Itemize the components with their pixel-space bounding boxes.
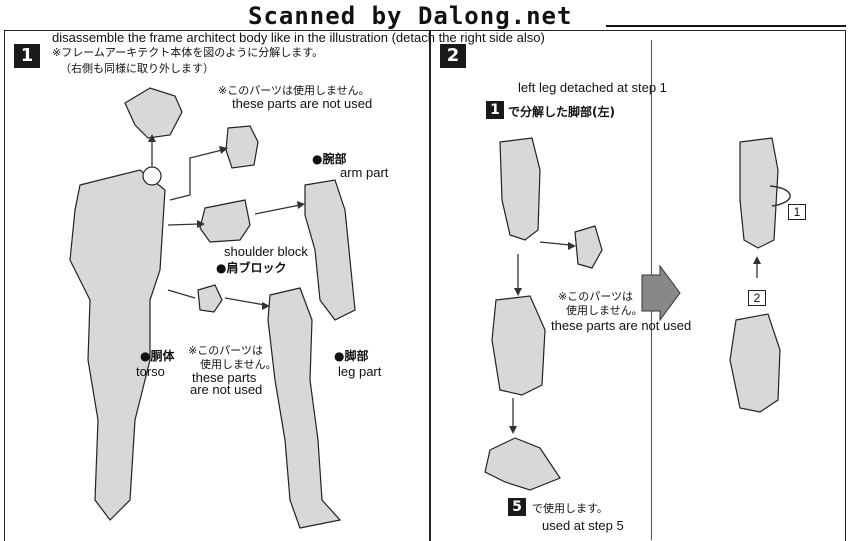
step2-unused-jp2: 使用しません。	[566, 304, 643, 317]
unused-mid-en1: these parts	[192, 370, 257, 385]
shoulder-block-illustration	[199, 199, 251, 243]
left-leg-label-en: left leg detached at step 1	[518, 80, 667, 95]
torso-frame-illustration	[69, 169, 166, 521]
unused-mid-jp1: ※このパーツは	[188, 344, 263, 357]
step2-unused-jp1: ※このパーツは	[558, 290, 633, 303]
left-leg-label-jp: で分解した脚部(左)	[508, 105, 615, 119]
step2-right-leg-upper-illustration	[739, 137, 779, 249]
left-leg-step-ref: 1	[486, 101, 504, 119]
step2-foot-illustration	[484, 437, 561, 491]
neck-ball-illustration	[142, 166, 162, 186]
leg-part-illustration	[267, 287, 342, 529]
unused-top-en: these parts are not used	[232, 96, 373, 111]
step1-panel	[4, 30, 430, 541]
step2-leg-lower-illustration	[491, 295, 546, 396]
step-box-2: 2	[748, 290, 766, 306]
step-box-1: 1	[788, 204, 806, 220]
leg-label-en: leg part	[338, 364, 382, 379]
shoulder-label-en: shoulder block	[224, 244, 308, 259]
unused-part-top-illustration	[225, 125, 259, 169]
step2-unused-en: these parts are not used	[551, 318, 692, 333]
shoulder-label-jp: ●肩ブロック	[216, 261, 287, 275]
step2-number: 2	[440, 44, 466, 68]
use-label-en: used at step 5	[542, 518, 624, 533]
unused-mid-en2: are not used	[190, 382, 263, 397]
arm-part-illustration	[304, 179, 356, 321]
leg-label-jp: ●脚部	[334, 349, 369, 363]
unused-mid-jp2: 使用しません。	[200, 358, 277, 371]
torso-label-jp: ●胴体	[140, 349, 175, 363]
head-part-illustration	[124, 87, 183, 139]
use-step-ref: 5	[508, 498, 526, 516]
arm-label-jp: ●腕部	[312, 152, 347, 166]
step1-number: 1	[14, 44, 40, 68]
step2-panel	[430, 30, 846, 541]
step2-right-leg-lower-illustration	[729, 313, 781, 413]
unused-part-mid-illustration	[197, 284, 223, 313]
step1-note-jp: （右側も同様に取り外します）	[60, 62, 214, 75]
use-label-jp: で使用します。	[532, 502, 608, 515]
step1-instruction-jp: ※フレームアーキテクト本体を図のように分解します。	[52, 46, 324, 59]
banner-underline	[606, 25, 846, 27]
step1-instruction-en: disassemble the frame architect body lik…	[52, 30, 545, 45]
step2-unused-part-illustration	[574, 225, 603, 269]
arm-label-en: arm part	[340, 165, 389, 180]
step2-leg-upper-illustration	[499, 137, 541, 241]
scan-banner: Scanned by Dalong.net	[248, 2, 573, 30]
unused-top-jp: ※このパーツは使用しません。	[218, 84, 370, 97]
step2-progress-arrow	[641, 264, 681, 322]
torso-label-en: torso	[136, 364, 165, 379]
